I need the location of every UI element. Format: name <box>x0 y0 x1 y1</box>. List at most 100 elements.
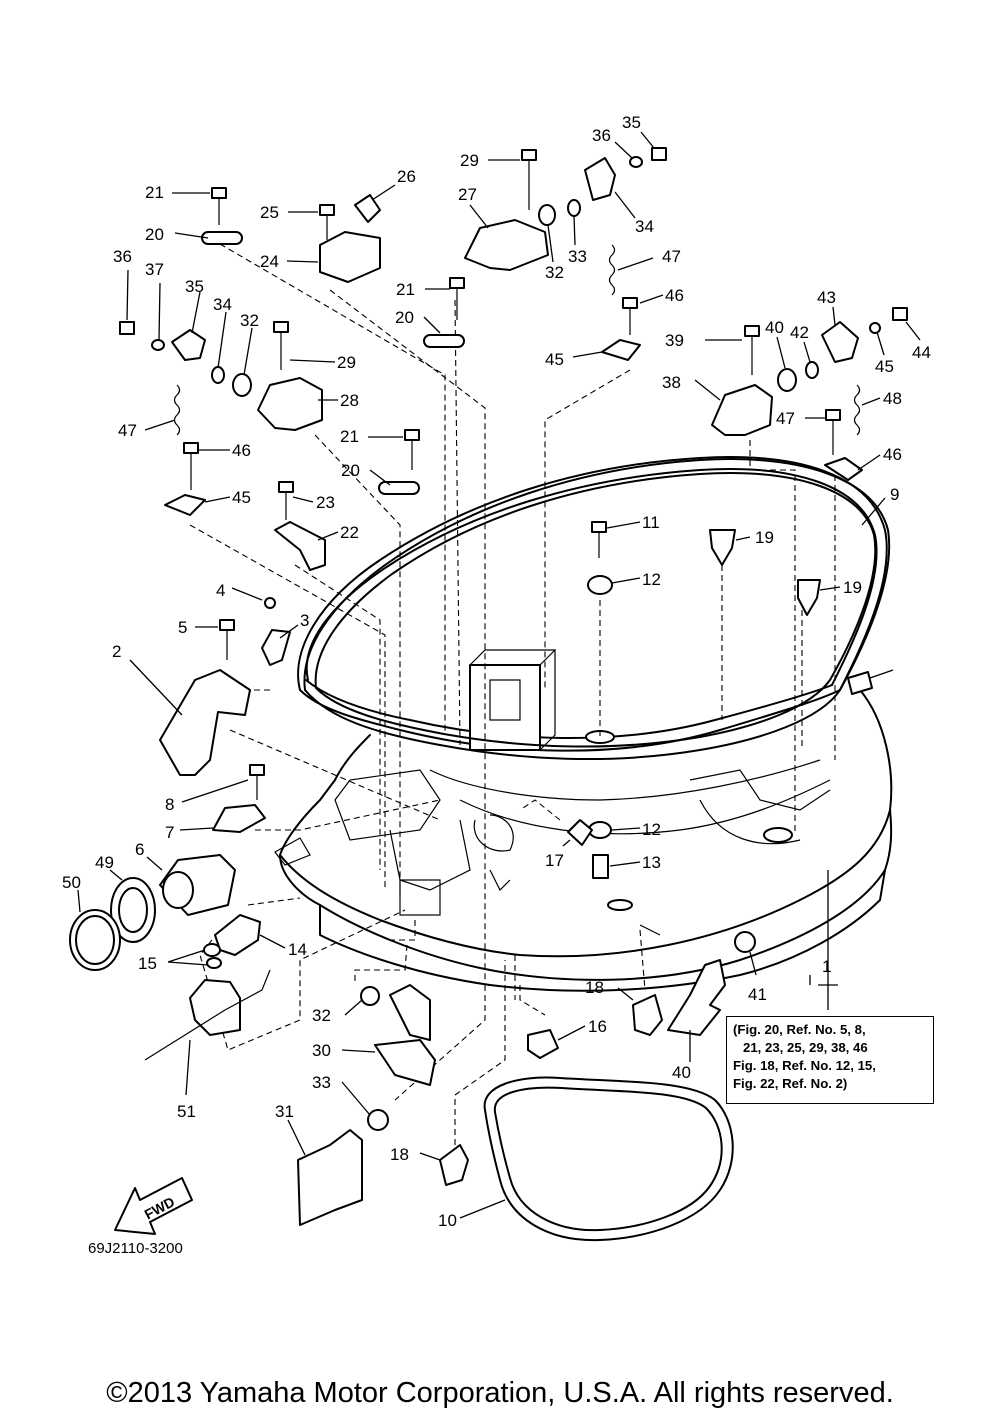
bolt-46-left <box>183 442 199 490</box>
callout-30: 30 <box>312 1041 331 1060</box>
callout-39: 40 <box>672 1063 691 1082</box>
callout-41: 42 <box>790 323 809 342</box>
bolt-46-right <box>825 409 841 455</box>
callout-48: 49 <box>95 853 114 872</box>
bolt-29-left <box>273 321 289 370</box>
valve-17 <box>567 819 593 846</box>
callout-35-b: 36 <box>113 247 132 266</box>
callout-49: 50 <box>62 873 81 892</box>
callout-37: 38 <box>662 373 681 392</box>
latch-39 <box>667 959 726 1036</box>
callout-35-a: 35 <box>622 113 641 132</box>
bolt-5 <box>219 619 235 660</box>
callout-45-a: 45 <box>545 350 564 369</box>
note-line-3: Fig. 18, Ref. No. 12, 15, <box>733 1058 876 1073</box>
callout-33-b: 34 <box>213 295 232 314</box>
callout-10: 10 <box>438 1211 457 1230</box>
note-line-4: Fig. 22, Ref. No. 2) <box>733 1076 848 1091</box>
cover-30 <box>374 1039 436 1086</box>
callout-8: 8 <box>165 795 174 814</box>
parts <box>69 147 908 1226</box>
callout-38: 39 <box>665 331 684 350</box>
lever-34-left <box>171 329 206 361</box>
callout-17: 17 <box>545 851 564 870</box>
lock-lever-2 <box>159 669 251 776</box>
callout-21-c: 21 <box>340 427 359 446</box>
callout-11: 11 <box>642 513 660 532</box>
callout-36-a: 36 <box>592 126 611 145</box>
grommet-14 <box>214 914 261 956</box>
callout-6: 6 <box>135 840 144 859</box>
callout-42: 43 <box>817 288 836 307</box>
callout-21-b: 21 <box>396 280 415 299</box>
bolt-25 <box>319 204 335 240</box>
bottom-cowling <box>274 456 893 992</box>
bolt-8 <box>249 764 265 800</box>
callout-46-b: 46 <box>232 441 251 460</box>
bolt-21-b <box>423 277 465 348</box>
callout-29-b: 29 <box>337 353 356 372</box>
diagram-code: 69J2110-3200 <box>88 1240 183 1257</box>
callout-23: 23 <box>316 493 335 512</box>
callout-40-b: 41 <box>748 985 767 1004</box>
callout-43: 44 <box>912 343 931 362</box>
callout-32-b: 32 <box>240 311 259 330</box>
callout-7: 7 <box>165 823 174 842</box>
holder-28 <box>257 377 323 431</box>
bolt-38 <box>744 325 760 375</box>
leader-lines <box>77 131 921 1219</box>
callout-4: 4 <box>216 581 225 600</box>
callout-24: 24 <box>260 252 279 271</box>
seal-ring-9 <box>303 458 891 761</box>
reference-note: (Fig. 20, Ref. No. 5, 8, 21, 23, 25, 29,… <box>726 1016 934 1104</box>
callout-20-a: 20 <box>145 225 164 244</box>
bracket-45-top <box>601 339 641 361</box>
bracket-24 <box>319 231 381 283</box>
callout-50: 51 <box>177 1102 196 1121</box>
callout-19-a: 19 <box>755 528 774 547</box>
bolt-23 <box>278 481 294 520</box>
bolt-46-top <box>622 297 638 335</box>
bolt-21-a <box>201 187 243 245</box>
grommet-18-b <box>439 1144 469 1186</box>
label-51 <box>847 671 873 695</box>
bolt-29-top <box>521 149 537 210</box>
seal-10 <box>483 1076 734 1242</box>
note-line-2: 21, 23, 25, 29, 38, 46 <box>743 1040 868 1055</box>
lever-34-top <box>584 157 616 201</box>
grommet-16 <box>527 1029 559 1059</box>
callout-36-b: 37 <box>145 260 164 279</box>
callout-9: 9 <box>890 485 899 504</box>
bolt-11 <box>591 521 607 558</box>
bracket-22 <box>274 521 326 571</box>
callout-27: 27 <box>458 185 477 204</box>
callout-14: 14 <box>288 940 307 959</box>
assembly-guides <box>189 243 836 1145</box>
callout-32-a: 32 <box>545 263 564 282</box>
callout-20-c: 20 <box>341 461 360 480</box>
callout-19-b: 19 <box>843 578 862 597</box>
bracket-45-left <box>164 494 206 516</box>
callout-1: 1 <box>822 957 831 976</box>
bracket-31 <box>297 1129 363 1226</box>
callout-22: 22 <box>340 523 359 542</box>
clip-26 <box>354 194 381 223</box>
callout-32-c: 32 <box>312 1006 331 1025</box>
callout-31: 31 <box>275 1102 294 1121</box>
holder-27 <box>464 219 549 271</box>
callout-20-b: 20 <box>395 308 414 327</box>
bracket-45-right <box>824 457 863 481</box>
callout-3: 3 <box>300 611 309 630</box>
fwd-arrow-icon: FWD <box>114 1177 193 1235</box>
callout-16: 16 <box>588 1017 607 1036</box>
callout-25: 25 <box>260 203 279 222</box>
callout-33-a: 33 <box>568 247 587 266</box>
grommet-19-a <box>709 529 736 566</box>
grommet-19-b <box>797 579 821 616</box>
callout-34-a: 34 <box>635 217 654 236</box>
lever-42 <box>821 321 859 363</box>
holder-50 <box>189 979 241 1036</box>
callout-28: 28 <box>340 391 359 410</box>
callout-45-c: 46 <box>883 445 902 464</box>
